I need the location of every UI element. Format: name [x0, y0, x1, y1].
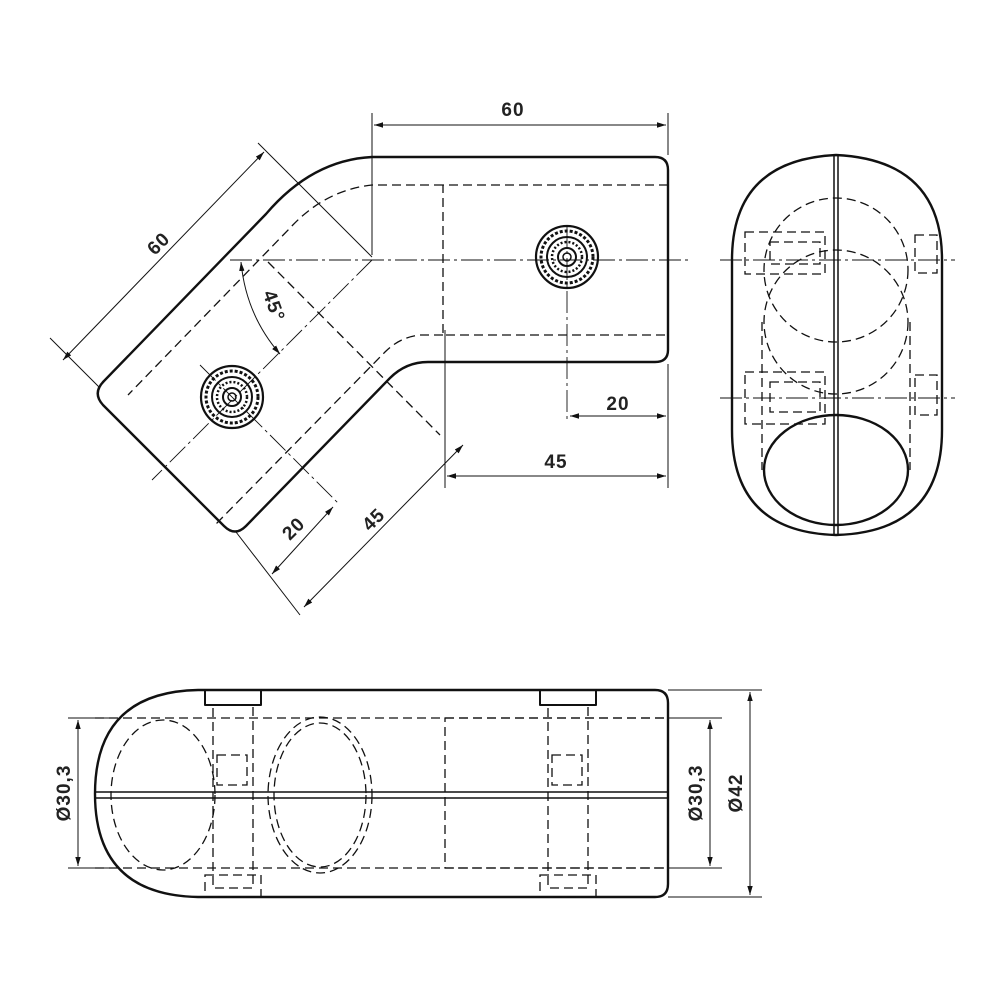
extension-line [257, 142, 373, 258]
side-view [720, 153, 955, 537]
hidden-edge [95, 717, 668, 869]
dim-left-arm: 45 [359, 505, 390, 536]
dimension-line-left-arm [303, 444, 464, 608]
top-view: 60 60 45° 20 45 20 45 [49, 100, 690, 616]
hidden-bolts [744, 231, 938, 425]
dimension-line-diagonal-length [62, 151, 265, 361]
dim-left-bolt-offset: 20 [279, 514, 310, 545]
hidden-bore [763, 197, 909, 343]
dim-diagonal-length: 60 [144, 229, 175, 260]
centerline-diagonal [151, 259, 373, 481]
dim-right-bolt-offset: 20 [606, 394, 629, 415]
dimension-line-left-bolt-offset [271, 506, 334, 575]
dim-top-length: 60 [501, 100, 524, 121]
dim-outer: Ø42 [726, 774, 747, 813]
front-outline [93, 688, 670, 899]
hidden-bore [110, 719, 216, 871]
extension-line [235, 531, 301, 616]
dim-right-bore: Ø30,3 [686, 765, 707, 822]
dim-angle: 45° [258, 288, 289, 325]
bolt-icon [539, 689, 597, 898]
hidden-bore [127, 184, 668, 526]
elbow-outline [96, 155, 670, 533]
hidden-bore [444, 717, 669, 869]
dim-right-arm: 45 [544, 452, 567, 473]
centerline-left-bolt [199, 364, 341, 506]
extension-line [49, 337, 101, 389]
hidden-bore [273, 722, 367, 868]
side-outline [730, 153, 944, 537]
hidden-bore [267, 716, 373, 874]
dim-left-bore: Ø30,3 [54, 765, 75, 822]
front-view: Ø30,3 Ø30,3 Ø42 [54, 688, 762, 899]
bolt-icon [204, 689, 262, 898]
dimension-arc-angle [239, 261, 281, 355]
hidden-bore [763, 249, 909, 395]
bore-opening [762, 413, 910, 527]
hidden-edge [267, 261, 441, 436]
